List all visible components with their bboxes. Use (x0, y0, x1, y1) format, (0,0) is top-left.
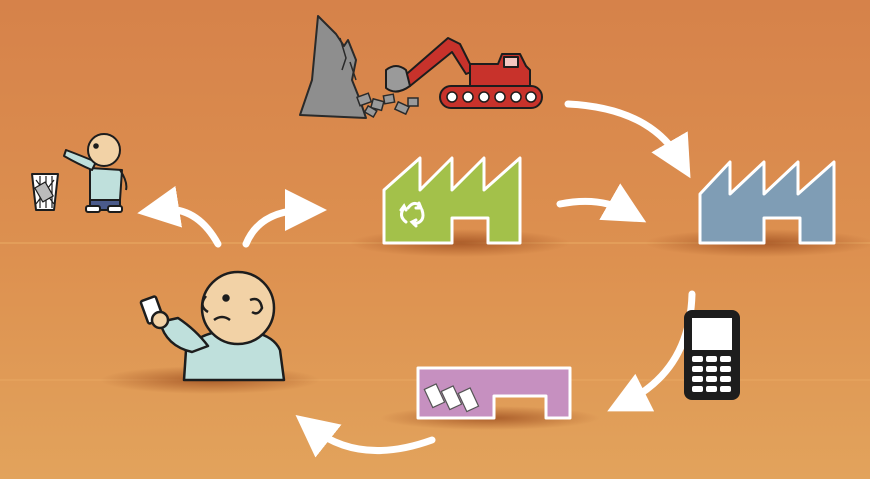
production-factory (645, 160, 870, 257)
phone-boxes (423, 383, 480, 413)
arrow-user-to-bin (137, 185, 222, 248)
shop (380, 366, 600, 430)
excavator-icon (385, 37, 543, 109)
mining-scene (299, 15, 543, 119)
person-icon (139, 270, 286, 382)
recycling-factory (350, 156, 570, 257)
arrow-mine-to-factory (564, 100, 691, 179)
phone-user (100, 270, 320, 394)
recycle-symbol-icon (399, 201, 425, 228)
bin-thrower (31, 133, 128, 213)
factory-icon (698, 160, 836, 245)
arrow-recycling-to-factory (556, 183, 647, 223)
mobile-phone-icon (684, 310, 740, 400)
arrow-user-to-recycling (242, 189, 327, 248)
person-icon (63, 133, 128, 213)
rock-debris (356, 92, 419, 118)
arrow-shop-to-user (295, 414, 436, 458)
rock-face-icon (299, 15, 367, 119)
waste-bin-icon (31, 173, 59, 211)
